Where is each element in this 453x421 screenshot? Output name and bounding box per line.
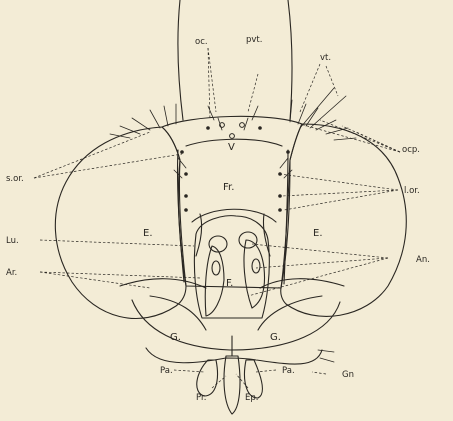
label-an: An. [416, 255, 430, 265]
label-palp-right: Pa. [282, 366, 295, 376]
label-gena-right: G. [270, 332, 281, 343]
label-frons: Fr. [223, 182, 234, 193]
label-gn: Gn [342, 370, 354, 380]
label-oc: oc. [195, 37, 208, 47]
label-palp-left: Pa. [160, 366, 173, 376]
label-sor: s.or. [6, 174, 24, 184]
label-vertex: V [228, 142, 235, 153]
label-face: F. [226, 278, 233, 289]
label-lu: Lu. [6, 236, 19, 246]
label-eye-left: E. [143, 228, 153, 239]
label-vt: vt. [320, 53, 331, 63]
label-pvt: pvt. [246, 35, 262, 45]
label-pr: Pr. [196, 393, 206, 403]
label-gena-left: G. [170, 332, 181, 343]
label-ocp: ocp. [402, 145, 420, 155]
label-lor: l.or. [404, 186, 420, 196]
label-ep: Ep. [245, 393, 258, 403]
label-ar: Ar. [6, 268, 17, 278]
label-eye-right: E. [313, 228, 323, 239]
